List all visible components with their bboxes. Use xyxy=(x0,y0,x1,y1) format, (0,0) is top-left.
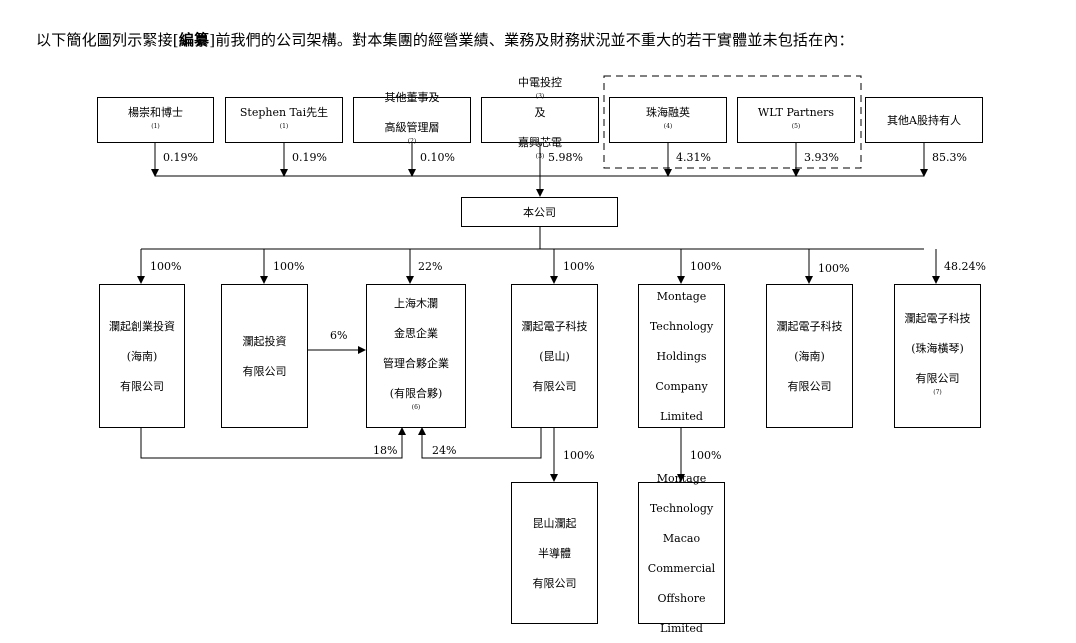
shareholding-pct: 0.10% xyxy=(420,151,455,164)
shareholding-pct: 4.31% xyxy=(676,151,711,164)
shareholding-pct: 3.93% xyxy=(804,151,839,164)
shareholder-box: WLT Partners(5) xyxy=(737,97,855,143)
shareholder-box: Stephen Tai先生(1) xyxy=(225,97,343,143)
ownership-pct: 22% xyxy=(418,260,443,273)
shareholder-box: 其他A股持有人 xyxy=(865,97,983,143)
ownership-pct: 6% xyxy=(330,329,348,342)
shareholding-pct: 0.19% xyxy=(292,151,327,164)
shareholding-pct: 5.98% xyxy=(548,151,583,164)
subsidiary-box: 瀾起投資有限公司 xyxy=(221,284,308,428)
ownership-pct: 100% xyxy=(818,262,850,275)
company-box: 本公司 xyxy=(461,197,618,227)
ownership-pct: 100% xyxy=(150,260,182,273)
subsidiary-box: 瀾起電子科技(海南)有限公司 xyxy=(766,284,853,428)
ownership-pct: 24% xyxy=(432,444,457,457)
ownership-pct: 100% xyxy=(690,449,722,462)
subsidiary-box: 瀾起創業投資(海南)有限公司 xyxy=(99,284,185,428)
subsidiary-box: 瀾起電子科技(昆山)有限公司 xyxy=(511,284,598,428)
ownership-pct: 48.24% xyxy=(944,260,986,273)
shareholding-pct: 85.3% xyxy=(932,151,967,164)
shareholder-box: 其他董事及高級管理層(2) xyxy=(353,91,471,145)
subsidiary-box: 上海木瀾金思企業管理合夥企業(有限合夥)(6) xyxy=(366,284,466,428)
shareholder-box: 中電投控(3)及嘉興芯電(3) xyxy=(481,76,599,160)
ownership-pct: 100% xyxy=(563,449,595,462)
ownership-pct: 18% xyxy=(373,444,398,457)
ownership-pct: 100% xyxy=(273,260,305,273)
subsidiary-box: 瀾起電子科技(珠海橫琴)有限公司(7) xyxy=(894,284,981,428)
shareholder-box: 楊崇和博士(1) xyxy=(97,97,214,143)
ownership-pct: 100% xyxy=(563,260,595,273)
shareholding-pct: 0.19% xyxy=(163,151,198,164)
intro-text: 以下簡化圖列示緊接[編纂]前我們的公司架構。對本集團的經營業績、業務及財務狀況並… xyxy=(36,31,854,49)
shareholder-box: 珠海融英(4) xyxy=(609,97,727,143)
subsidiary-box: 昆山瀾起半導體有限公司 xyxy=(511,482,598,624)
ownership-pct: 100% xyxy=(690,260,722,273)
